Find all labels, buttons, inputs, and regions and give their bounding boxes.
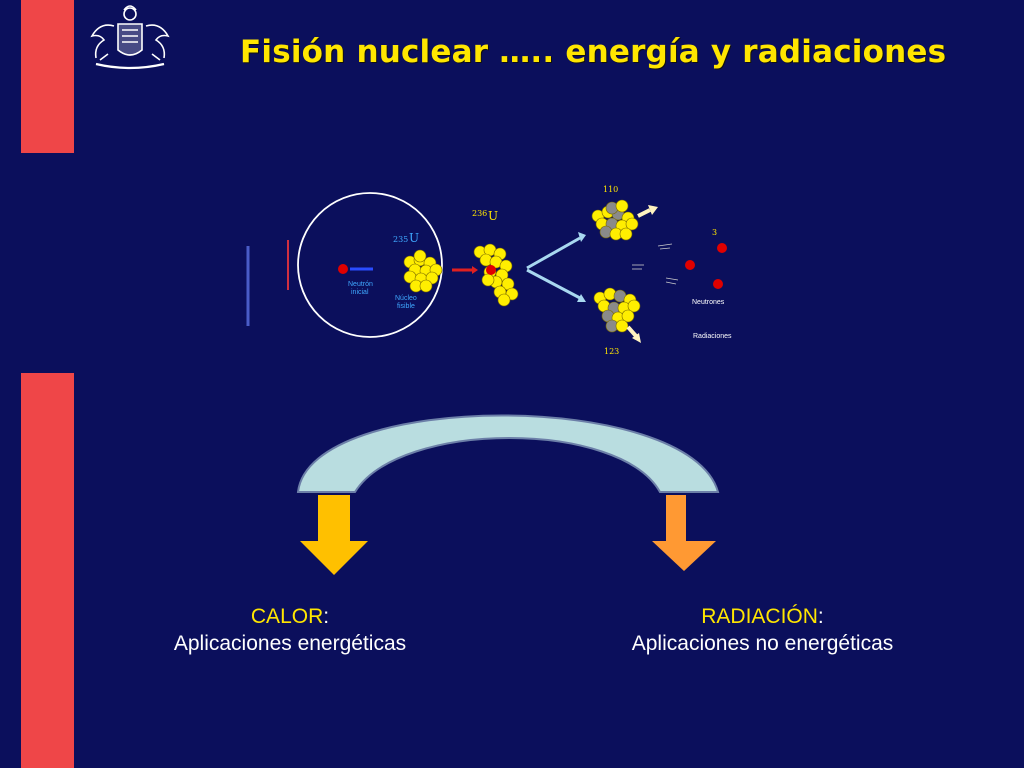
neutrons-label: Neutrones — [692, 299, 725, 306]
u235-mass: 235 — [393, 235, 408, 244]
neutron-count: 3 — [712, 228, 717, 237]
arch-band — [296, 414, 720, 493]
nucleon — [621, 309, 635, 323]
u235-symbol: U — [409, 231, 419, 245]
u236-symbol: U — [488, 209, 498, 223]
nucleon — [627, 299, 641, 313]
heat-heading: CALOR — [250, 605, 324, 628]
nucleon — [419, 279, 433, 293]
left-accent-bar-top — [21, 0, 74, 153]
radiation-caption: RADIACIÓN: Aplicaciones no energéticas — [595, 603, 930, 657]
fragment-123-label: 123 — [604, 347, 619, 356]
nucleon — [413, 249, 427, 263]
emitted-neutron-2 — [685, 260, 695, 270]
split-arch — [296, 414, 720, 575]
initial-neutron — [338, 264, 348, 274]
emitted-neutron-1 — [717, 243, 727, 253]
fragment-top-arrow — [637, 208, 651, 218]
fission-diagram: Neutrón inicial 235 U Núcleo fisible 236… — [246, 185, 732, 356]
nucleus-label-1: Núcleo — [395, 295, 417, 302]
radiation-description: Aplicaciones no energéticas — [631, 632, 894, 655]
fragment-bottom-arrow — [626, 325, 638, 338]
reaction-circle — [297, 192, 443, 338]
nucleon — [619, 227, 633, 241]
fragment-123 — [593, 287, 641, 333]
radiation-colon: : — [817, 605, 824, 628]
neutron-label-2: inicial — [351, 289, 369, 296]
u236-mass: 236 — [472, 209, 487, 218]
u235-nucleus — [403, 249, 443, 293]
split-arrow-down — [526, 268, 581, 300]
nucleon — [615, 199, 629, 213]
nucleon — [481, 273, 495, 287]
split-arrow-up — [526, 236, 581, 270]
nucleon — [625, 217, 639, 231]
heat-caption: CALOR: Aplicaciones energéticas — [130, 603, 450, 657]
slide-title: Fisión nuclear ….. energía y radiaciones — [240, 34, 947, 70]
speed-lines — [632, 243, 679, 285]
u236-nucleus — [473, 243, 519, 307]
absorbed-neutron — [486, 265, 496, 275]
arrow-to-radiation — [652, 495, 716, 571]
nucleus-label-2: fisible — [397, 303, 415, 310]
nucleon — [615, 319, 629, 333]
university-crest-logo — [90, 5, 170, 70]
arrow-to-heat — [300, 495, 368, 575]
emitted-neutron-3 — [713, 279, 723, 289]
left-accent-bar-bottom — [21, 373, 74, 768]
radiation-heading: RADIACIÓN — [701, 605, 818, 628]
fragment-110 — [591, 199, 639, 241]
heat-description: Aplicaciones energéticas — [173, 632, 407, 655]
fragment-110-label: 110 — [603, 185, 618, 194]
radiation-label: Radiaciones — [693, 333, 732, 340]
heat-colon: : — [323, 605, 330, 628]
neutron-label-1: Neutrón — [348, 281, 373, 288]
nucleon — [497, 293, 511, 307]
